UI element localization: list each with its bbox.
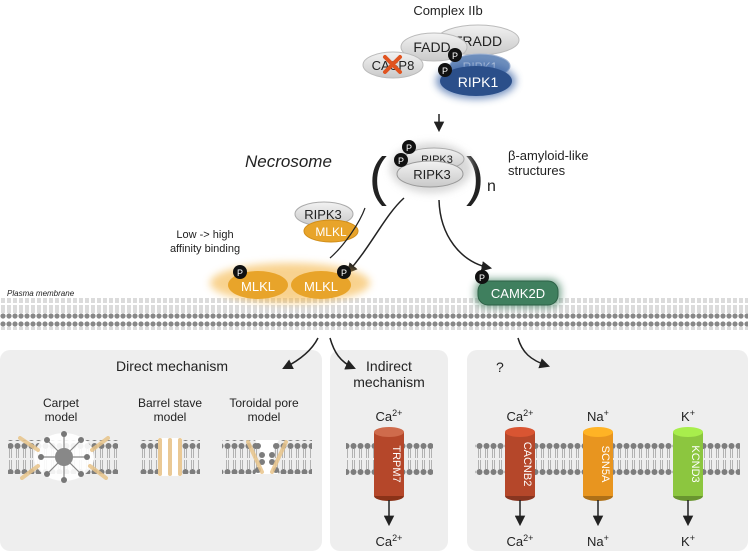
phospho-icon [233, 265, 247, 279]
ion-label: K+ [681, 533, 695, 549]
mlkl-right-label: MLKL [304, 279, 338, 294]
toroidal-pore-label: Toroidal pore [229, 396, 299, 410]
necrosome-label: Necrosome [245, 152, 332, 171]
barrel-stave-label: Barrel stave [138, 396, 202, 410]
question-mark: ? [496, 359, 504, 375]
complex-iib: TRADD FADD CASP8 RIPK1 RIPK1 P P [362, 24, 520, 99]
svg-text:P: P [406, 143, 412, 153]
toroidal-pore-label: model [248, 410, 281, 424]
camk2d-label: CAMK2D [491, 286, 545, 301]
svg-text:P: P [398, 156, 404, 166]
carpet-model [8, 431, 118, 483]
membrane-label: Plasma membrane [7, 289, 75, 298]
ion-label: Na+ [587, 408, 609, 424]
channel-label: SCN5A [599, 446, 611, 483]
ion-label: Ca2+ [507, 533, 534, 549]
svg-text:P: P [479, 273, 485, 283]
channel-scn5a: Na+ SCN5A Na+ [583, 408, 613, 549]
toroidal-pore-model [222, 440, 312, 474]
necrosome-complex: RIPK3 RIPK3 P P [390, 140, 472, 193]
phospho-icon [448, 48, 462, 62]
ion-bottom-label: Ca2+ [376, 533, 403, 549]
to-right-arrow [517, 337, 550, 369]
carpet-model-label: model [45, 410, 78, 424]
fadd-label: FADD [413, 39, 450, 55]
camk2d: CAMK2D P [475, 270, 561, 307]
barrel-stave-model [140, 438, 200, 476]
phospho-icon [394, 153, 408, 167]
ripk3-to-membrane-arrow [329, 207, 366, 259]
left-bracket: ( [369, 147, 387, 207]
repeat-n: n [487, 178, 496, 195]
plasma-membrane [0, 298, 748, 330]
binding-note-1: Low -> high [176, 229, 233, 241]
binding-note-2: affinity binding [170, 243, 240, 255]
necrosome-to-mlkl-arrow [346, 197, 405, 274]
amyloid-note-2: structures [508, 163, 566, 178]
phospho-icon [337, 265, 351, 279]
ion-label: K+ [681, 408, 695, 424]
ion-label: Ca2+ [507, 408, 534, 424]
direct-title: Direct mechanism [116, 358, 228, 374]
amyloid-note-1: β-amyloid-like [508, 148, 588, 163]
to-direct-arrow [282, 337, 319, 369]
svg-text:P: P [442, 66, 448, 76]
indirect-title: mechanism [353, 374, 425, 390]
ripk3-label: RIPK3 [304, 207, 342, 222]
mlkl-label: MLKL [315, 225, 347, 239]
ion-label: Na+ [587, 533, 609, 549]
mlkl-left-label: MLKL [241, 279, 275, 294]
svg-text:P: P [452, 51, 458, 61]
trpm7-label: TRPM7 [390, 445, 402, 482]
ripk3-protein [396, 160, 464, 188]
phospho-icon [438, 63, 452, 77]
trpm7-channel: TRPM7 [374, 427, 404, 501]
channel-label: KCND3 [689, 445, 701, 482]
complex-title: Complex IIb [413, 3, 482, 18]
barrel-stave-label: model [154, 410, 187, 424]
svg-text:P: P [237, 268, 243, 278]
inhibited-cross-icon [383, 55, 402, 74]
channel-label: CACNB2 [521, 442, 533, 487]
to-indirect-arrow [329, 337, 356, 370]
ripk1-protein [440, 66, 512, 96]
phospho-icon [402, 140, 416, 154]
mlkl-oligomer: MLKL MLKL P P [210, 263, 370, 303]
indirect-title: Indirect [366, 358, 412, 374]
carpet-model-label: Carpet [43, 396, 80, 410]
ripk3-mlkl-complex: RIPK3 MLKL [294, 201, 359, 243]
ripk3-label: RIPK3 [413, 167, 451, 182]
ripk1-label: RIPK1 [458, 74, 499, 90]
ion-top-label: Ca2+ [376, 408, 403, 424]
necrosome-to-camk-arrow [438, 199, 493, 272]
phospho-icon [475, 270, 489, 284]
svg-text:P: P [341, 268, 347, 278]
